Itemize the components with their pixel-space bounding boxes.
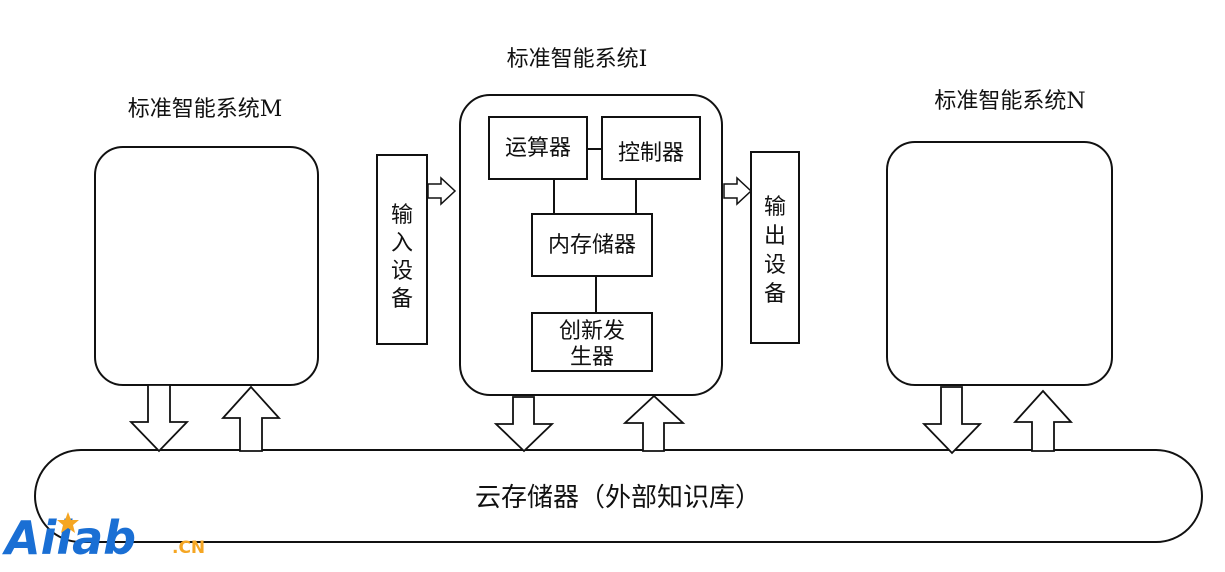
controller-box <box>601 116 701 180</box>
input-char-2: 入 <box>391 231 413 256</box>
input-to-system-arrow <box>427 176 457 206</box>
alu-label: 运算器 <box>505 136 571 161</box>
input-device-box <box>376 154 428 345</box>
system-m-up-arrow <box>220 385 282 452</box>
innovation-box <box>531 312 653 372</box>
output-char-2: 出 <box>764 224 786 249</box>
cloud-storage-box <box>34 449 1203 543</box>
system-n-box <box>886 141 1113 386</box>
system-to-output-arrow <box>723 176 753 206</box>
system-i-up-arrow <box>622 394 686 452</box>
output-char-4: 备 <box>764 282 786 307</box>
output-device-box <box>750 151 800 344</box>
system-n-title: 标准智能系统N <box>934 89 1085 114</box>
input-char-4: 备 <box>391 287 413 312</box>
memory-box <box>531 213 653 277</box>
system-i-title: 标准智能系统I <box>507 47 648 72</box>
innovation-label-line2: 生器 <box>570 345 614 370</box>
memory-label: 内存储器 <box>548 233 636 258</box>
star-icon <box>57 512 79 533</box>
output-char-1: 输 <box>764 195 786 220</box>
ailab-logo-suffix: .CN <box>172 538 205 558</box>
system-n-up-arrow <box>1012 389 1074 452</box>
system-n-down-arrow <box>921 386 983 455</box>
system-m-down-arrow <box>128 384 190 453</box>
system-i-down-arrow <box>493 396 555 453</box>
output-char-3: 设 <box>764 253 786 278</box>
input-char-3: 设 <box>391 259 413 284</box>
cloud-storage-label: 云存储器（外部知识库） <box>475 483 761 513</box>
innovation-label-line1: 创新发 <box>559 319 625 344</box>
ailab-logo: Ailab .CN <box>2 511 205 565</box>
system-m-box <box>94 146 319 386</box>
system-m-title: 标准智能系统M <box>128 97 283 122</box>
input-char-1: 输 <box>391 203 413 228</box>
controller-label: 控制器 <box>618 141 684 166</box>
alu-box <box>488 116 588 180</box>
